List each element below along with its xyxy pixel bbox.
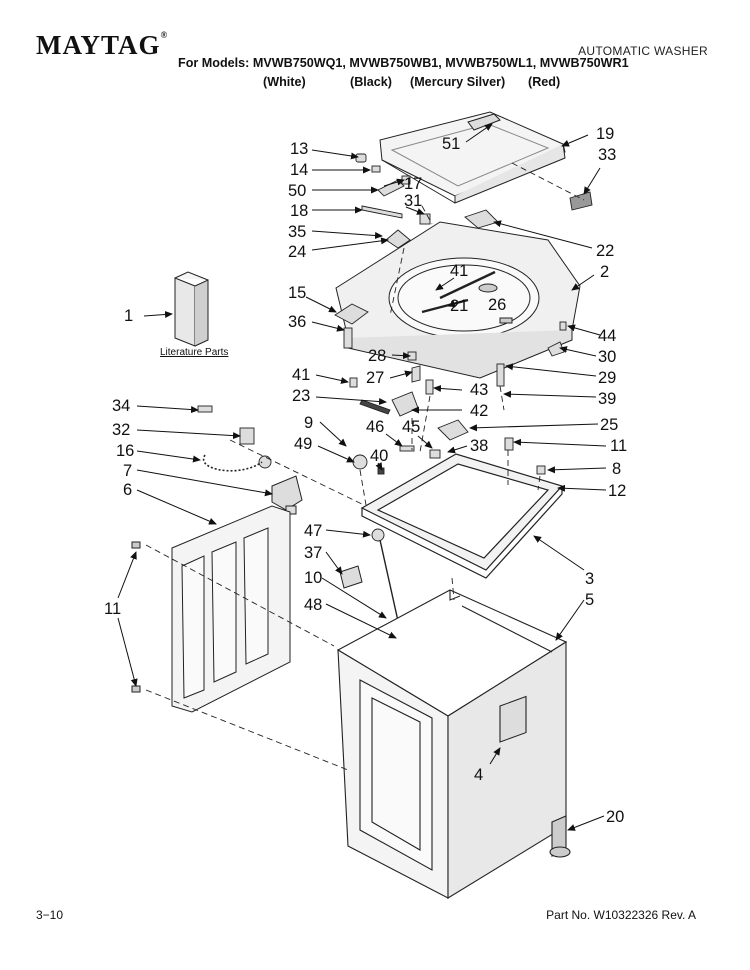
callout-30: 30 <box>598 348 616 366</box>
callout-2: 2 <box>600 263 609 281</box>
callout-5: 5 <box>585 591 594 609</box>
callout-10: 10 <box>304 569 322 587</box>
callout-35: 35 <box>288 223 306 241</box>
callout-45: 45 <box>402 418 420 436</box>
callout-43: 43 <box>470 381 488 399</box>
callout-20: 20 <box>606 808 624 826</box>
lid <box>379 111 566 204</box>
callout-34: 34 <box>112 397 130 415</box>
callout-17: 17 <box>404 175 422 193</box>
callout-16: 16 <box>116 442 134 460</box>
callout-9: 9 <box>304 414 313 432</box>
callout-29: 29 <box>598 369 616 387</box>
callout-42: 42 <box>470 402 488 420</box>
callout-39: 39 <box>598 390 616 408</box>
variant-black: (Black) <box>350 75 392 89</box>
callout-31: 31 <box>404 192 422 210</box>
callout-51: 51 <box>442 135 460 153</box>
variant-red: (Red) <box>528 75 561 89</box>
callout-18: 18 <box>290 202 308 220</box>
top-cover <box>335 221 581 379</box>
leader-lines <box>117 123 607 831</box>
hinge-and-hardware <box>197 303 567 542</box>
callout-19: 19 <box>596 125 614 143</box>
callout-32: 32 <box>112 421 130 439</box>
callout-26: 26 <box>488 296 506 314</box>
page-number: 3−10 <box>36 908 64 922</box>
callout-40: 40 <box>370 447 388 465</box>
callout-13: 13 <box>290 140 308 158</box>
models-line: For Models: MVWB750WQ1, MVWB750WB1, MVWB… <box>178 56 629 70</box>
callout-33: 33 <box>598 146 616 164</box>
screw-left-lower <box>131 685 141 693</box>
callout-7: 7 <box>123 462 132 480</box>
callout-46: 46 <box>366 418 384 436</box>
variant-white: (White) <box>263 75 306 89</box>
callout-15: 15 <box>288 284 306 302</box>
callout-28: 28 <box>368 347 386 365</box>
screw-left-upper <box>131 541 141 549</box>
callout-37: 37 <box>304 544 322 562</box>
callout-12: 12 <box>608 482 626 500</box>
document-type: AUTOMATIC WASHER <box>578 44 708 58</box>
callout-36: 36 <box>288 313 306 331</box>
callout-41-top: 41 <box>450 262 468 280</box>
assembly-lines <box>145 162 585 771</box>
callout-23: 23 <box>292 387 310 405</box>
callout-21: 21 <box>450 297 468 315</box>
rear-panel <box>171 505 291 713</box>
callout-3: 3 <box>585 570 594 588</box>
callout-27: 27 <box>366 369 384 387</box>
callout-50: 50 <box>288 182 306 200</box>
callout-44: 44 <box>598 327 616 345</box>
hose-clamp <box>202 454 263 472</box>
callout-4: 4 <box>474 766 483 784</box>
callout-48: 48 <box>304 596 322 614</box>
callout-14: 14 <box>290 161 308 179</box>
callout-38: 38 <box>470 437 488 455</box>
top-frame <box>360 453 564 579</box>
callout-6: 6 <box>123 481 132 499</box>
callout-22: 22 <box>596 242 614 260</box>
callout-11-left: 11 <box>104 600 121 618</box>
callout-1: 1 <box>124 307 133 325</box>
callout-24: 24 <box>288 243 306 261</box>
part-number: Part No. W10322326 Rev. A <box>546 908 696 922</box>
maytag-logo: MAYTAG® <box>36 30 169 60</box>
literature-book <box>174 271 209 347</box>
cabinet <box>336 589 571 899</box>
callout-41-mid: 41 <box>292 366 310 384</box>
callout-47: 47 <box>304 522 322 540</box>
callout-49: 49 <box>294 435 312 453</box>
callout-25: 25 <box>600 416 618 434</box>
callout-labels: 51 13 19 33 14 17 50 31 18 35 22 24 41 2… <box>104 125 627 826</box>
variant-mercury-silver: (Mercury Silver) <box>410 75 506 89</box>
callout-8: 8 <box>612 460 621 478</box>
literature-parts-label: Literature Parts <box>160 347 229 358</box>
callout-11-right: 11 <box>610 437 627 455</box>
